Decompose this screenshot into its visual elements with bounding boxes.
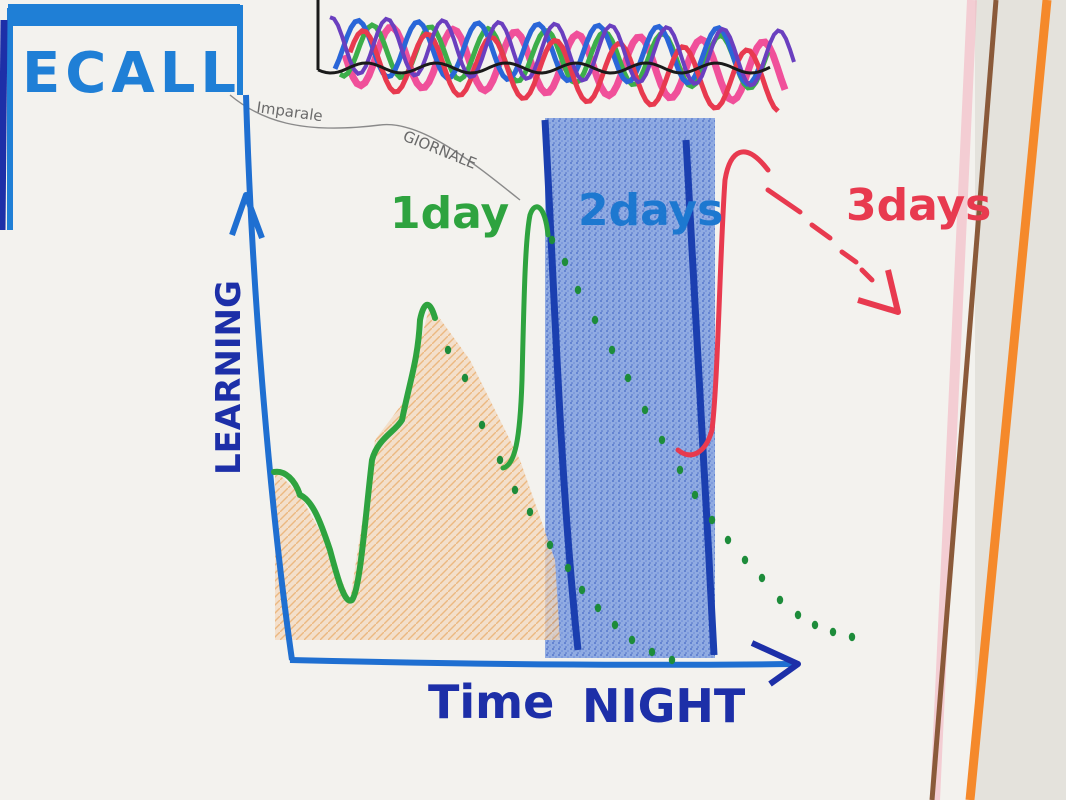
forgetting-dot xyxy=(811,620,819,630)
three-days-arrowhead xyxy=(857,269,901,315)
x-axis xyxy=(289,657,796,668)
night-band-left-border xyxy=(541,119,582,651)
wave-purple xyxy=(329,15,796,88)
forgetting-dot xyxy=(608,345,616,355)
forgetting-dot xyxy=(648,647,656,657)
label-two-days: 2days xyxy=(578,185,723,236)
forgetting-dot xyxy=(546,540,554,550)
right-brown-line xyxy=(929,0,999,800)
three-days-bracket xyxy=(675,149,771,458)
forgetting-curve-2 xyxy=(548,235,856,642)
forgetting-dot xyxy=(724,535,732,545)
forgetting-dot xyxy=(658,435,666,445)
top-waves xyxy=(316,0,796,113)
learning-area-fill xyxy=(275,305,560,640)
forgetting-dot xyxy=(611,620,619,630)
forgetting-dot xyxy=(758,573,766,583)
forgetting-dot xyxy=(591,315,599,325)
right-margin-paper xyxy=(975,0,1066,800)
forgetting-dot xyxy=(624,373,632,383)
three-days-dashed-arrow xyxy=(765,187,901,315)
night-band-right-border xyxy=(682,139,718,656)
forgetting-dot xyxy=(564,563,572,573)
label-time: Time xyxy=(428,675,554,729)
x-axis-arrowhead xyxy=(750,640,801,687)
forgetting-dot xyxy=(676,465,684,475)
connector-line xyxy=(229,94,521,201)
label-night: NIGHT xyxy=(582,679,746,733)
forgetting-dot xyxy=(641,405,649,415)
forgetting-dot xyxy=(444,345,452,355)
y-axis-arrowhead xyxy=(229,192,265,240)
forgetting-curve-1 xyxy=(444,345,676,665)
forgetting-dot xyxy=(691,490,699,500)
forgetting-dot xyxy=(628,635,636,645)
label-learning: LEARNING xyxy=(209,280,249,475)
forgetting-dot xyxy=(574,285,582,295)
title-text: ECALL xyxy=(22,41,241,106)
forgetting-dot xyxy=(708,515,716,525)
right-orange-line xyxy=(965,0,1052,800)
wave-black xyxy=(317,61,771,75)
forgetting-dot xyxy=(794,610,802,620)
forgetting-dot xyxy=(478,420,486,430)
forgetting-dot xyxy=(461,373,469,383)
forgetting-dot xyxy=(548,235,556,245)
wave-red xyxy=(347,28,780,113)
forgetting-dot xyxy=(511,485,519,495)
forgetting-dot xyxy=(668,655,676,665)
label-three-days: 3days xyxy=(846,180,991,231)
forgetting-dot xyxy=(594,603,602,613)
one-day-bracket xyxy=(500,204,551,471)
label-one-day: 1day xyxy=(390,188,509,239)
forgetting-dot xyxy=(496,455,504,465)
learning-curve xyxy=(271,301,438,604)
title-box-top-band xyxy=(8,4,240,26)
forgetting-dot xyxy=(848,632,856,642)
forgetting-dot xyxy=(578,585,586,595)
forgetting-dot xyxy=(829,627,837,637)
forgetting-dot xyxy=(561,257,569,267)
left-edge-dark-blue xyxy=(0,19,8,231)
forgetting-dot xyxy=(526,507,534,517)
y-axis xyxy=(243,94,295,661)
forgetting-dot xyxy=(776,595,784,605)
forgetting-dot xyxy=(741,555,749,565)
